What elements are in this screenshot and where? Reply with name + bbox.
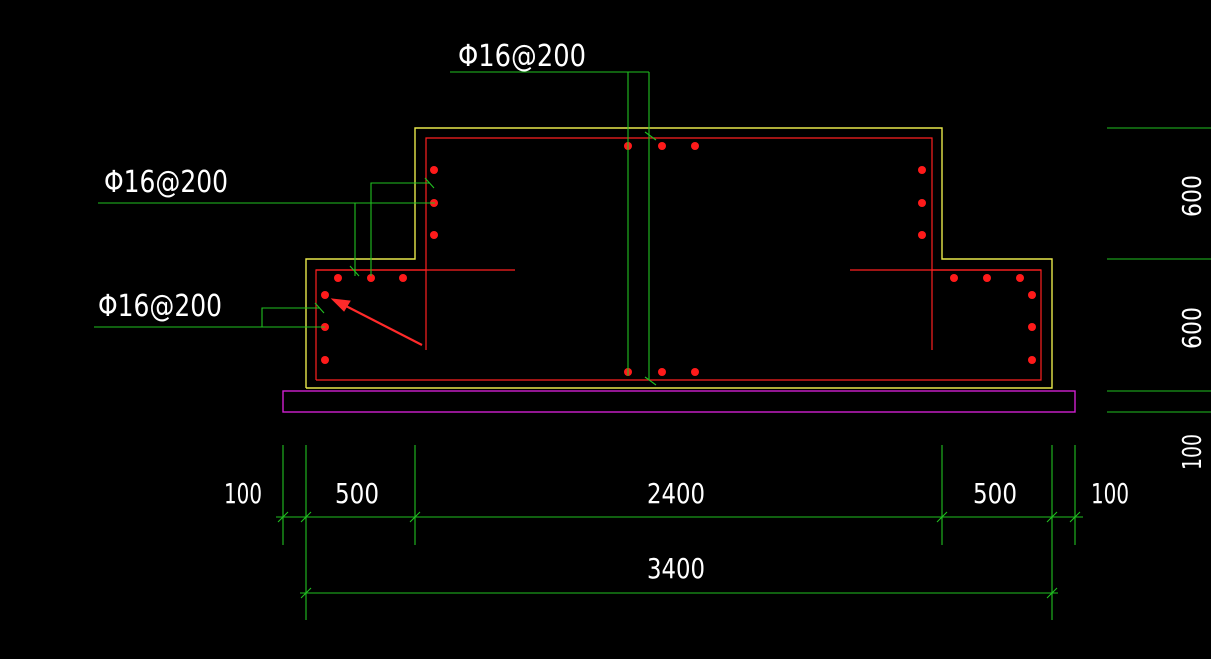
rebar-dot [983,274,991,282]
lower-left-tick [314,302,325,314]
dim-text-2400: 2400 [647,477,705,510]
rebar-dot [658,142,666,150]
rebar-dot [918,199,926,207]
rebar-dot [918,231,926,239]
rebar-dot [1028,356,1036,364]
rebar-label-top: Φ16@200 [458,39,586,74]
rebar-dot [1028,323,1036,331]
rebar-dot [658,368,666,376]
rebar-label-upper-left: Φ16@200 [104,165,228,200]
rebar-lines [315,137,1042,381]
dimension-lines [276,445,1083,620]
rebar-dot [430,166,438,174]
dim-tick-283 [277,511,289,523]
leader-lines [94,71,657,386]
foundation-outline [305,127,1053,389]
dim-text-600-lower: 600 [1178,307,1208,349]
top-leader-tick [644,131,657,141]
arrow-head [330,298,351,312]
rebar-dot [430,231,438,239]
rebar-dot [1016,274,1024,282]
upper-left-tick-a [424,177,435,189]
rebar-dot [321,291,329,299]
top-leader-tick-bottom [644,376,657,386]
dim-text-100-cushion: 100 [1178,434,1208,470]
dim-tick-306-b [300,587,312,599]
upper-left-leader-b [370,182,430,276]
dim-tick-415 [409,511,421,523]
dim-tick-1075 [1069,511,1081,523]
lower-left-leader [261,307,320,327]
dim-tick-1052-b [1046,587,1058,599]
rebar-dot [1028,291,1036,299]
cushion-layer [282,390,1076,413]
dim-tick-1052 [1046,511,1058,523]
rebar-dots [321,142,1036,376]
dim-text-100-left: 100 [224,477,262,510]
rebar-labels: Φ16@200 Φ16@200 Φ16@200 [98,39,586,324]
rebar-label-lower-left: Φ16@200 [98,289,222,324]
rebar-dot [367,274,375,282]
dim-text-3400: 3400 [647,552,705,585]
arrow-shaft [341,303,423,346]
dim-tick-942 [936,511,948,523]
dim-text-500-right: 500 [973,477,1017,510]
dim-text-100-right: 100 [1091,477,1129,510]
upper-left-tick-b [349,265,360,277]
rebar-dot [950,274,958,282]
dimension-texts: 100 500 2400 500 100 3400 600 600 100 [224,175,1208,585]
dim-text-600-upper: 600 [1178,175,1208,217]
rebar-dot [691,142,699,150]
rebar-dot [399,274,407,282]
rebar-dot [334,274,342,282]
dim-text-500-left: 500 [335,477,379,510]
rebar-dot [918,166,926,174]
dim-tick-306 [300,511,312,523]
rebar-dot [691,368,699,376]
right-level-lines [1107,127,1211,413]
rebar-dot [321,356,329,364]
annotation-arrow [330,298,423,346]
